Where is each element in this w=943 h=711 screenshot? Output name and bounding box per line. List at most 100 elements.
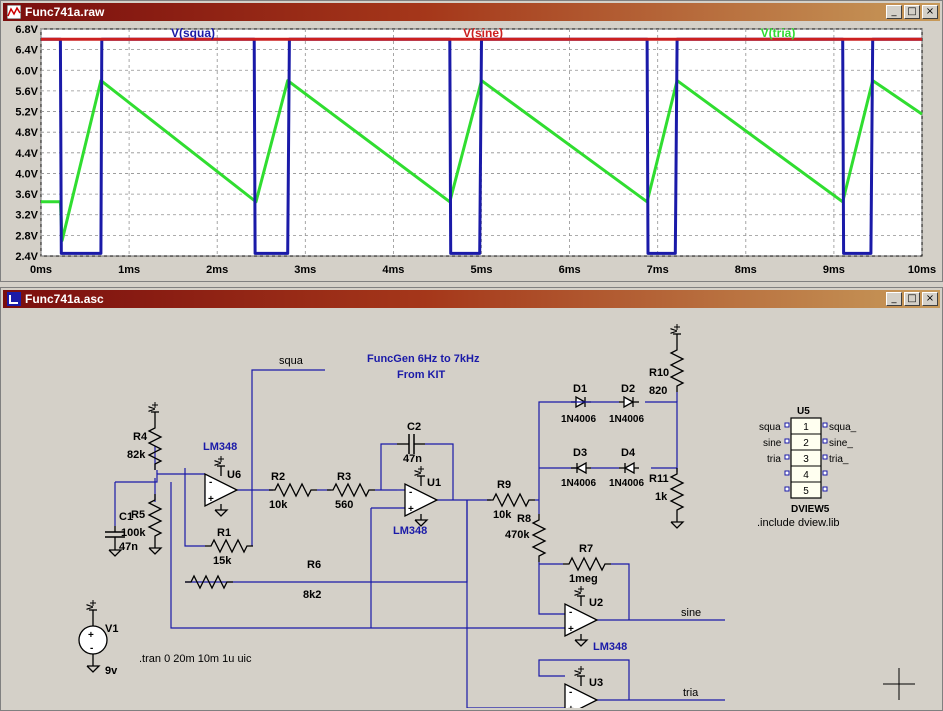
svg-text:D2: D2 [621,383,635,395]
waveform-titlebar[interactable]: Func741a.raw _ □ × [3,3,940,21]
close-button[interactable]: × [922,292,938,306]
resistor-R11[interactable] [670,467,684,517]
x-tick-label: 4ms [382,264,404,276]
x-tick-label: 9ms [823,264,845,276]
svg-text:3: 3 [803,454,809,465]
svg-text:LM348: LM348 [593,641,627,653]
annotation-subtitle: From KIT [397,369,446,381]
diode-D4[interactable] [618,462,640,474]
svg-text:R3: R3 [337,471,351,483]
voltage-source-V1[interactable]: + - [78,620,108,660]
y-tick-label: 3.6V [15,189,38,201]
svg-text:U6: U6 [227,469,241,481]
crosshair-cursor-icon [883,668,915,700]
svg-text:tria: tria [767,454,781,465]
schematic-window-title: Func741a.asc [25,292,104,306]
svg-text:1meg: 1meg [569,573,598,585]
svg-text:1N4006: 1N4006 [609,478,644,489]
schematic-canvas[interactable]: V - + [5,310,938,708]
svg-text:15k: 15k [213,555,232,567]
svg-text:100k: 100k [121,527,146,539]
waveform-plot[interactable]: 2.4V2.8V3.2V3.6V4.0V4.4V4.8V5.2V5.6V6.0V… [3,23,940,279]
svg-text:2: 2 [803,438,809,449]
capacitor-C2[interactable] [397,434,425,454]
legend-sine[interactable]: V(sine) [463,26,503,40]
x-tick-label: 5ms [470,264,492,276]
schematic-window: Func741a.asc _ □ × V - + [0,287,943,711]
svg-text:-: - [90,643,93,654]
x-tick-label: 1ms [118,264,140,276]
include-directive[interactable]: .include dview.lib [757,517,840,529]
x-tick-label: 3ms [294,264,316,276]
svg-text:squa: squa [759,422,781,433]
svg-text:560: 560 [335,499,353,511]
y-tick-label: 6.8V [15,24,38,36]
y-tick-label: 6.0V [15,65,38,77]
resistor-R7[interactable] [562,557,612,571]
svg-text:R8: R8 [517,513,531,525]
svg-text:D1: D1 [573,383,587,395]
x-tick-label: 2ms [206,264,228,276]
svg-text:1N4006: 1N4006 [561,414,596,425]
svg-text:10k: 10k [269,499,288,511]
svg-text:U2: U2 [589,597,603,609]
net-label-sine: sine [681,607,701,619]
svg-text:D4: D4 [621,447,636,459]
svg-text:C2: C2 [407,421,421,433]
spice-directive[interactable]: .tran 0 20m 10m 1u uic [139,653,252,665]
svg-text:R1: R1 [217,527,231,539]
resistor-R2[interactable] [268,483,318,497]
legend-squa[interactable]: V(squa) [171,26,215,40]
svg-text:47n: 47n [119,541,138,553]
svg-text:+: + [88,630,94,641]
svg-text:47n: 47n [403,453,422,465]
schematic-titlebar[interactable]: Func741a.asc _ □ × [3,290,940,308]
svg-text:LM348: LM348 [203,441,237,453]
svg-text:LM348: LM348 [393,525,427,537]
svg-text:D3: D3 [573,447,587,459]
svg-text:1: 1 [803,422,809,433]
net-label-squa: squa [279,355,304,367]
y-tick-label: 4.0V [15,168,38,180]
resistor-R3[interactable] [326,483,376,497]
svg-text:sine: sine [763,438,782,449]
svg-text:5: 5 [803,486,809,497]
schematic-wires [114,369,725,708]
y-tick-label: 6.4V [15,45,38,57]
svg-text:9v: 9v [105,665,118,677]
legend-tria[interactable]: V(tria) [761,26,796,40]
svg-text:R10: R10 [649,367,669,379]
x-tick-label: 0ms [30,264,52,276]
resistor-R9[interactable] [486,493,536,507]
maximize-button[interactable]: □ [904,5,920,19]
y-tick-label: 5.2V [15,107,38,119]
y-tick-label: 2.8V [15,230,38,242]
x-tick-label: 7ms [647,264,669,276]
svg-text:1N4006: 1N4006 [561,478,596,489]
y-tick-label: 5.6V [15,86,38,98]
close-button[interactable]: × [922,5,938,19]
capacitor-C1[interactable] [105,526,125,544]
svg-text:U3: U3 [589,677,603,689]
diode-D3[interactable] [570,462,592,474]
diode-D2[interactable] [618,396,640,408]
svg-text:tria_: tria_ [829,454,849,465]
resistor-R10[interactable] [670,343,684,393]
minimize-button[interactable]: _ [886,5,902,19]
svg-text:8k2: 8k2 [303,589,321,601]
svg-text:1k: 1k [655,491,668,503]
maximize-button[interactable]: □ [904,292,920,306]
svg-text:R2: R2 [271,471,285,483]
svg-text:DVIEW5: DVIEW5 [791,504,830,515]
svg-text:sine_: sine_ [829,438,853,449]
svg-text:squa_: squa_ [829,422,857,433]
minimize-button[interactable]: _ [886,292,902,306]
svg-text:1N4006: 1N4006 [609,414,644,425]
resistor-R1[interactable] [204,539,254,553]
dview-U5[interactable]: 1 2 3 4 5 [784,417,828,499]
resistor-R8[interactable] [532,513,546,563]
svg-text:820: 820 [649,385,667,397]
svg-text:R11: R11 [649,473,669,485]
svg-text:R6: R6 [307,559,321,571]
